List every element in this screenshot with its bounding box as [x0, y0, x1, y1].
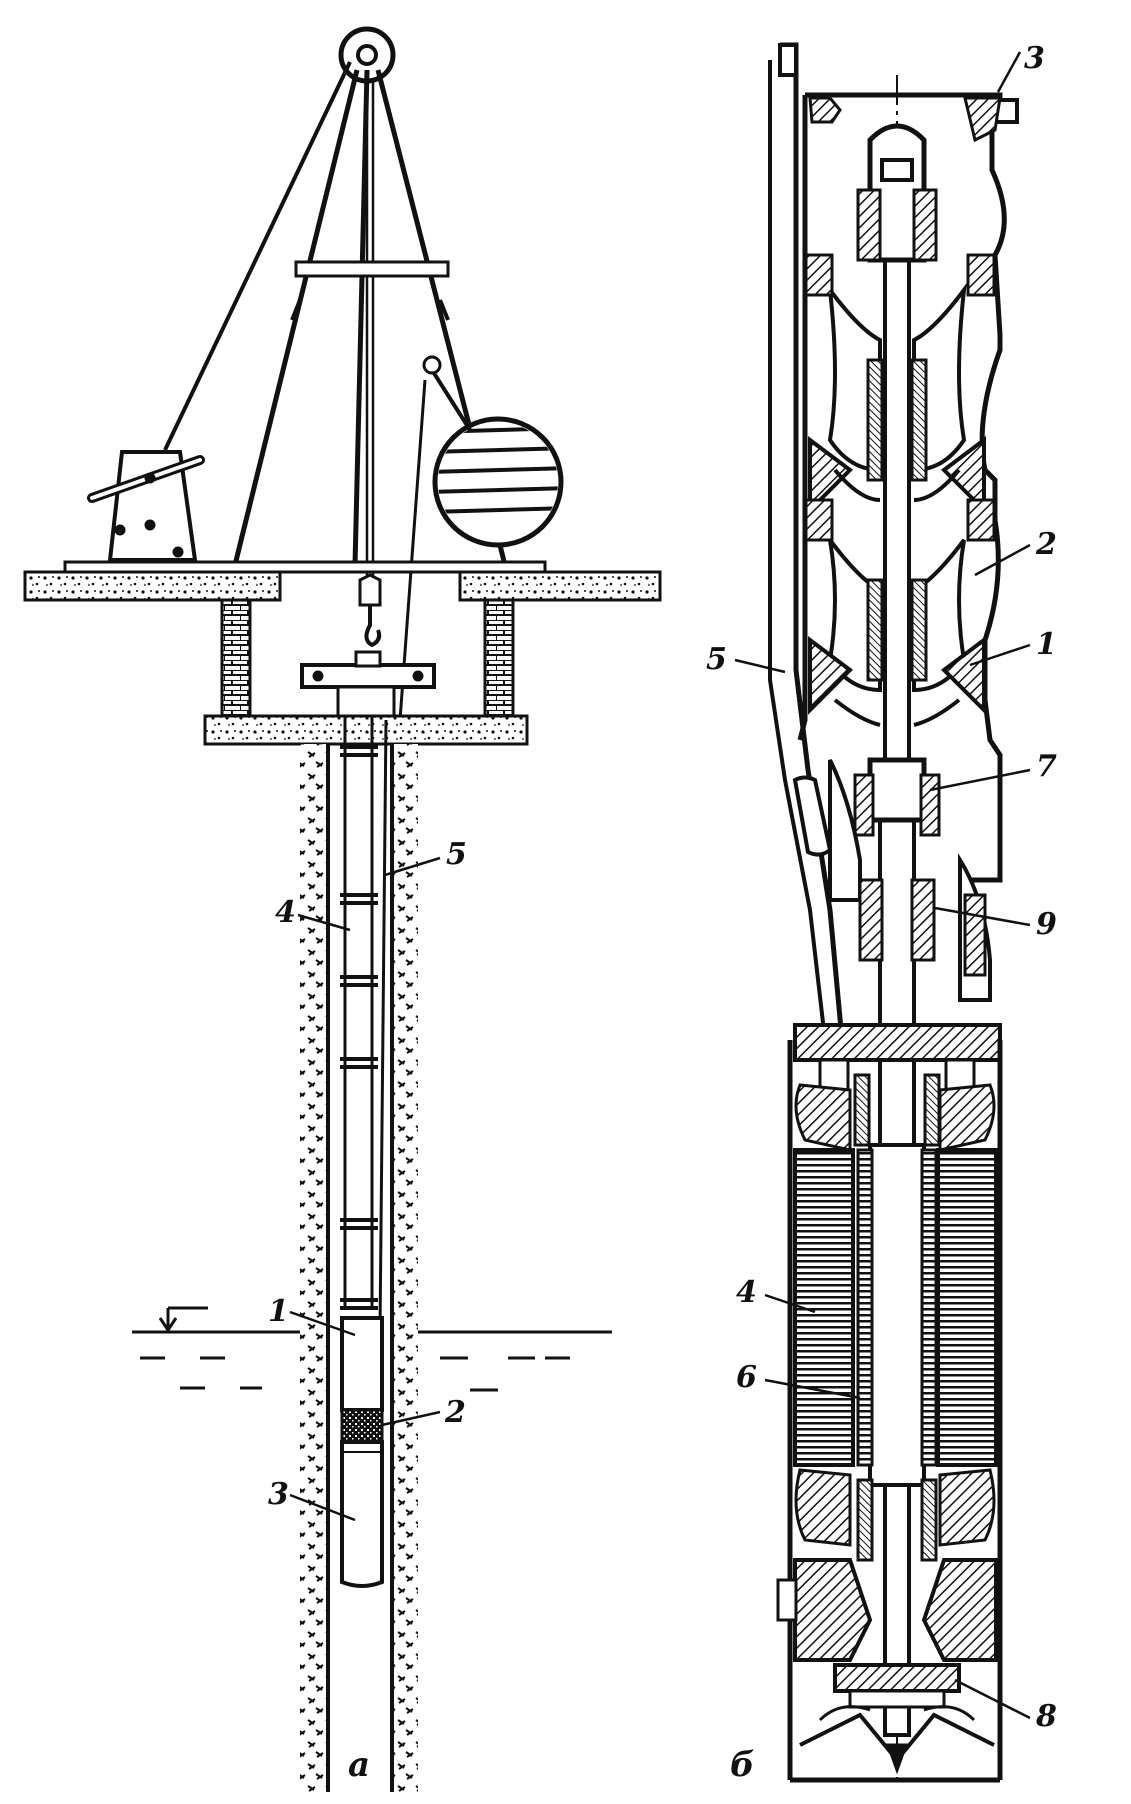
fig-b-label-4: 4 [736, 1275, 757, 1310]
fig-a-caption: а [348, 1745, 371, 1785]
fig-b-label-7: 7 [1036, 749, 1057, 784]
rotor-core-left [856, 1148, 874, 1467]
figure-b-cross-section [768, 42, 1019, 1783]
thrust-bearing [833, 1663, 961, 1693]
intake-screen [340, 1408, 384, 1444]
fig-b-label-8: 8 [1036, 1699, 1057, 1734]
fig-b-label-1: 1 [1036, 627, 1057, 662]
figure-a-installation [23, 26, 662, 1794]
leader-lines [289, 51, 1031, 1720]
fig-b-label-5: 5 [706, 642, 727, 677]
concrete-slab-left [23, 570, 282, 602]
fig-a-label-2: 2 [445, 1395, 466, 1430]
fig-b-label-6: 6 [736, 1360, 757, 1395]
fig-b-caption: б [730, 1745, 755, 1785]
motor-section [340, 1440, 384, 1588]
concrete-slab-right [458, 570, 662, 602]
fig-a-label-3: 3 [268, 1477, 289, 1512]
fig-b-label-2: 2 [1036, 527, 1057, 562]
fig-a-label-5: 5 [446, 837, 467, 872]
fig-b-label-3: 3 [1024, 41, 1045, 76]
fig-a-label-1: 1 [268, 1294, 289, 1329]
rotor [868, 1143, 926, 1487]
fig-b-label-9: 9 [1036, 907, 1057, 942]
rotor-core-right [920, 1148, 938, 1467]
cable-drum [432, 416, 564, 548]
fig-a-label-4: 4 [275, 895, 296, 930]
stator-right [936, 1148, 998, 1467]
